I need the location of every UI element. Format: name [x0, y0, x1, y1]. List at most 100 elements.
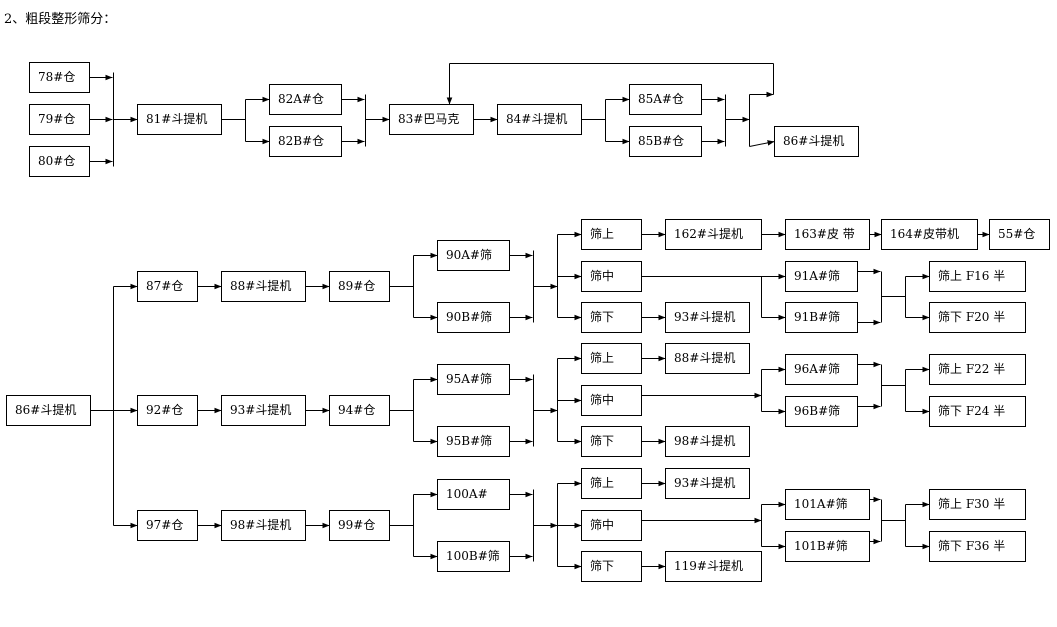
- node-label: 95A#筛: [446, 371, 492, 386]
- node-label: 79#仓: [38, 112, 75, 126]
- node-box: [437, 364, 510, 395]
- node-label: 98#斗提机: [674, 433, 735, 448]
- node-r1down: 筛下: [581, 302, 642, 333]
- node-label: 90A#筛: [446, 247, 492, 262]
- node-label: 97#仓: [146, 518, 183, 532]
- node-box: [929, 354, 1026, 385]
- node-label: 84#斗提机: [506, 111, 567, 126]
- node-label: 55#仓: [998, 227, 1035, 241]
- node-n100a: 100A#: [437, 479, 510, 510]
- node-label: 164#皮带机: [890, 227, 959, 241]
- node-label: 95B#筛: [446, 433, 492, 448]
- node-label: 筛中: [590, 392, 614, 407]
- node-label: 筛中: [590, 517, 614, 532]
- node-label: 162#斗提机: [674, 226, 743, 241]
- node-n93r3: 93#斗提机: [665, 468, 750, 499]
- node-n82a: 82A#仓: [269, 84, 342, 115]
- node-label: 78#仓: [38, 70, 75, 84]
- node-label: 筛下: [590, 558, 614, 573]
- node-n78: 78#仓: [29, 62, 90, 93]
- node-box: [629, 126, 702, 157]
- node-label: 163#皮 带: [794, 227, 855, 241]
- node-box: [6, 395, 91, 426]
- node-n96b: 96B#筛: [785, 396, 858, 427]
- node-box: [665, 302, 750, 333]
- node-label: 85A#仓: [638, 92, 684, 106]
- node-label: 筛下: [590, 309, 614, 324]
- node-n81: 81#斗提机: [137, 104, 222, 135]
- node-n90b: 90B#筛: [437, 302, 510, 333]
- node-box: [221, 395, 306, 426]
- node-n88r2: 88#斗提机: [665, 343, 750, 374]
- node-f22: 筛上 F22 半: [929, 354, 1026, 385]
- node-box: [881, 219, 978, 250]
- node-label: 82A#仓: [278, 92, 324, 106]
- node-r2mid: 筛中: [581, 385, 642, 416]
- node-n99: 99#仓: [329, 510, 390, 541]
- node-n95b: 95B#筛: [437, 426, 510, 457]
- node-label: 94#仓: [338, 403, 375, 417]
- node-label: 101B#筛: [794, 538, 848, 553]
- node-box: [437, 541, 510, 572]
- node-n83: 83#巴马克: [389, 104, 474, 135]
- node-box: [581, 468, 642, 499]
- node-box: [581, 302, 642, 333]
- node-box: [329, 510, 390, 541]
- node-label: 86#斗提机: [783, 133, 844, 148]
- node-box: [137, 271, 198, 302]
- node-box: [329, 271, 390, 302]
- node-label: 筛上: [590, 226, 614, 241]
- node-label: 90B#筛: [446, 309, 492, 324]
- node-box: [785, 261, 858, 292]
- node-label: 86#斗提机: [15, 402, 76, 417]
- node-box: [929, 302, 1026, 333]
- node-label: 99#仓: [338, 518, 375, 532]
- node-n93r1: 93#斗提机: [665, 302, 750, 333]
- node-label: 83#巴马克: [398, 112, 459, 126]
- node-r1up: 筛上: [581, 219, 642, 250]
- node-label: 93#斗提机: [674, 309, 735, 324]
- node-box: [929, 489, 1026, 520]
- node-box: [221, 271, 306, 302]
- node-n86: 86#斗提机: [6, 395, 91, 426]
- node-box: [29, 62, 90, 93]
- node-n89: 89#仓: [329, 271, 390, 302]
- node-label: 92#仓: [146, 403, 183, 417]
- node-box: [665, 219, 762, 250]
- node-n88: 88#斗提机: [221, 271, 306, 302]
- node-r3down: 筛下: [581, 551, 642, 582]
- node-box: [137, 395, 198, 426]
- node-box: [389, 104, 474, 135]
- node-f30: 筛上 F30 半: [929, 489, 1026, 520]
- node-n100b: 100B#筛: [437, 541, 510, 572]
- node-r2down: 筛下: [581, 426, 642, 457]
- node-label: 96B#筛: [794, 403, 840, 418]
- node-box: [581, 551, 642, 582]
- node-label: 91A#筛: [794, 268, 840, 283]
- node-n98r2: 98#斗提机: [665, 426, 750, 457]
- node-box: [269, 84, 342, 115]
- node-label: 筛下 F36 半: [938, 538, 1005, 553]
- node-box: [29, 104, 90, 135]
- node-r3up: 筛上: [581, 468, 642, 499]
- node-box: [137, 510, 198, 541]
- flow-arrow: [749, 140, 775, 147]
- node-box: [785, 396, 858, 427]
- node-label: 筛中: [590, 268, 614, 283]
- node-n80: 80#仓: [29, 146, 90, 177]
- node-box: [665, 551, 762, 582]
- node-r1mid: 筛中: [581, 261, 642, 292]
- node-n84: 84#斗提机: [497, 104, 582, 135]
- node-n98: 98#斗提机: [221, 510, 306, 541]
- node-n97: 97#仓: [137, 510, 198, 541]
- node-label: 82B#仓: [278, 134, 324, 148]
- node-box: [785, 489, 870, 520]
- node-label: 筛上 F22 半: [938, 361, 1005, 376]
- node-box: [29, 146, 90, 177]
- node-box: [437, 479, 510, 510]
- node-box: [665, 343, 750, 374]
- node-n90a: 90A#筛: [437, 240, 510, 271]
- node-box: [221, 510, 306, 541]
- node-label: 筛下: [590, 433, 614, 448]
